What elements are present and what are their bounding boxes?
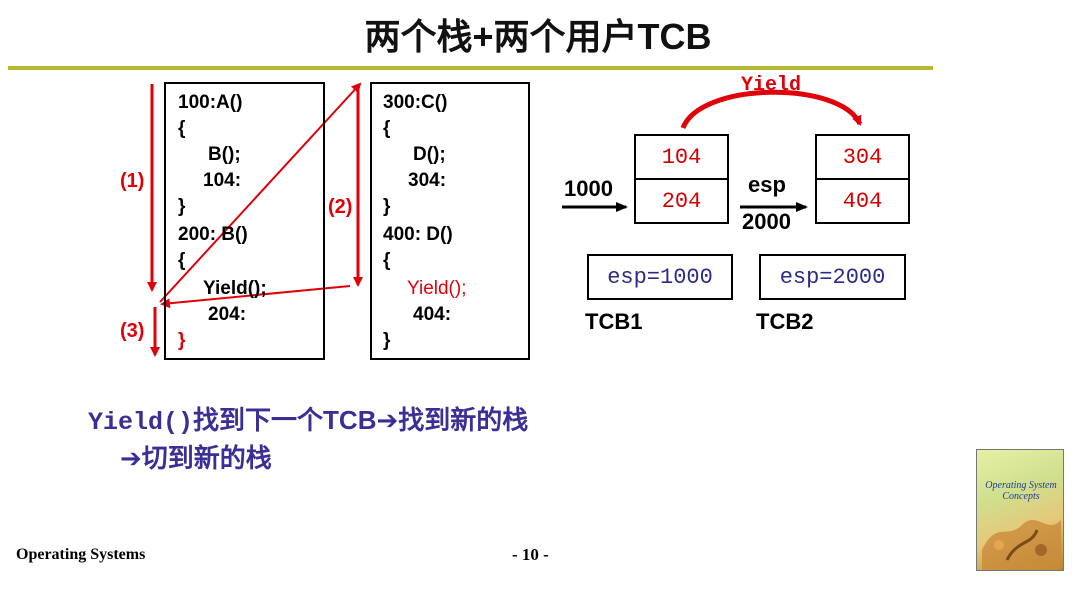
stack2-line-9: 404: [413, 302, 451, 328]
stack2-code-box: 300:C() { D(); 304: } 400: D() { Yield()… [370, 82, 530, 360]
stack2-line-3: D(); [413, 142, 446, 168]
book-cover-title: Operating System Concepts [985, 480, 1057, 502]
stack2-line-4: 304: [408, 168, 446, 194]
tcb1-box: esp=1000 [587, 254, 733, 300]
stack2-line-10: } [383, 328, 390, 354]
footer-page-number: - 10 - [512, 545, 549, 565]
yield-curve-arrow [683, 92, 860, 128]
tcb2-box: esp=2000 [759, 254, 906, 300]
stack-a-cell-top: 104 [634, 134, 729, 180]
stack-b-cell-top: 304 [815, 134, 910, 180]
description-code: Yield() [88, 408, 193, 437]
stack1-line-6: 200: B() [178, 222, 248, 248]
stack1-code-box: 100:A() { B(); 104: } 200: B() { Yield()… [164, 82, 325, 360]
stack1-line-5: } [178, 194, 185, 220]
esp-value-label: 2000 [742, 209, 791, 235]
stack-b-cell-bottom: 404 [815, 178, 910, 224]
stack1-line-2: { [178, 116, 185, 142]
stack2-line-1: 300:C() [383, 90, 447, 116]
yield-label: Yield [741, 74, 801, 97]
stack1-line-8: Yield(); [203, 276, 267, 302]
description-line-2: ➔切到新的栈 [120, 438, 272, 475]
stack2-line-6: 400: D() [383, 222, 453, 248]
step1-label: (1) [120, 170, 144, 193]
stack2-line-5: } [383, 194, 390, 220]
stack1-line-9: 204: [208, 302, 246, 328]
sp-1000-label: 1000 [564, 176, 613, 202]
description-text: 找到下一个TCB➔找到新的栈 [193, 405, 528, 435]
footer-course-title: Operating Systems [16, 546, 145, 564]
step2-label: (2) [328, 196, 352, 219]
stack1-line-4: 104: [203, 168, 241, 194]
tcb2-label: TCB2 [756, 309, 813, 335]
stack1-line-10: } [178, 328, 185, 354]
stack1-line-1: 100:A() [178, 90, 242, 116]
step3-label: (3) [120, 320, 144, 343]
stack-a-cell-bottom: 204 [634, 178, 729, 224]
esp-label: esp [748, 172, 786, 198]
description-line-1: Yield()找到下一个TCB➔找到新的栈 [88, 400, 528, 437]
stack2-line-8: Yield(); [407, 276, 466, 302]
stack2-line-2: { [383, 116, 390, 142]
stack1-line-7: { [178, 248, 185, 274]
stack1-line-3: B(); [208, 142, 241, 168]
stack2-line-7: { [383, 248, 390, 274]
tcb1-label: TCB1 [585, 309, 642, 335]
book-cover-image: Operating System Concepts [976, 449, 1064, 571]
dinosaur-illustration [977, 450, 1064, 571]
